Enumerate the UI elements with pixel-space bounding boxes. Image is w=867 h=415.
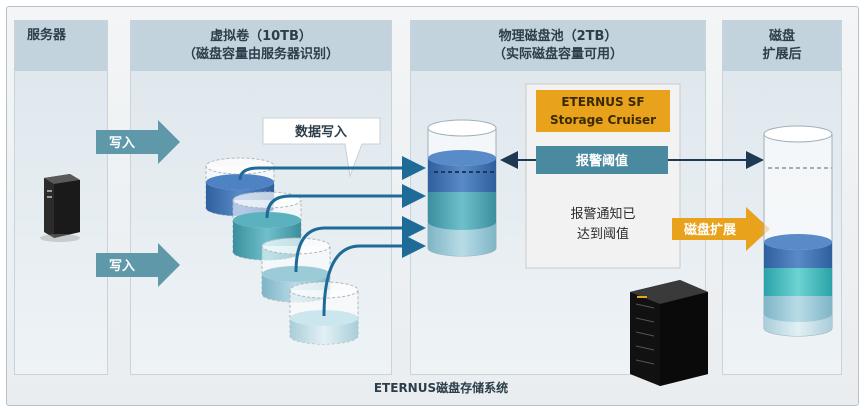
software-name-line1: ETERNUS SF xyxy=(561,95,644,109)
write-label-bottom: 写入 xyxy=(109,259,135,274)
virtual-volume-header: 虚拟卷（10TB） （磁盘容量由服务器识别） xyxy=(131,21,391,71)
data-write-callout: 数据写入 xyxy=(262,117,381,178)
write-arrow-top: 写入 xyxy=(96,120,180,164)
server-icon xyxy=(40,174,80,242)
virtual-volume-title: 虚拟卷（10TB） xyxy=(210,29,312,44)
server-column-header: 服务器 xyxy=(15,21,107,71)
connector-4 xyxy=(322,234,426,317)
after-expansion-line2: 扩展后 xyxy=(762,47,802,62)
physical-pool-cylinder xyxy=(427,119,497,257)
write-connectors xyxy=(238,156,426,317)
after-expansion-header: 磁盘 扩展后 xyxy=(723,21,841,71)
physical-pool-title: 物理磁盘池（2TB） xyxy=(498,29,618,44)
physical-pool-subtitle: （实际磁盘容量可用） xyxy=(492,47,623,62)
virtual-volume-subtitle: （磁盘容量由服务器识别） xyxy=(182,47,339,62)
data-write-label: 数据写入 xyxy=(295,124,347,140)
connector-1 xyxy=(238,156,426,181)
notify-line2: 达到阈值 xyxy=(577,226,629,242)
eternus-sf-box: ETERNUS SF Storage Cruiser 报警阈值 报警通知已 达到… xyxy=(525,83,681,269)
write-label-top: 写入 xyxy=(109,136,135,151)
disk-expand-arrow: 磁盘扩展 xyxy=(672,207,770,251)
write-arrow-bottom: 写入 xyxy=(96,243,180,287)
system-label: ETERNUS磁盘存储系统 xyxy=(374,380,508,395)
server-column-title: 服务器 xyxy=(27,28,67,43)
virtual-disk-4 xyxy=(289,281,359,345)
connector-3 xyxy=(294,216,426,273)
notify-line1: 报警通知已 xyxy=(570,206,635,222)
threshold-label: 报警阈值 xyxy=(576,153,628,169)
software-name-line2: Storage Cruiser xyxy=(550,113,656,127)
physical-pool-header: 物理磁盘池（2TB） （实际磁盘容量可用） xyxy=(411,21,705,71)
expanded-pool-cylinder xyxy=(763,125,833,337)
after-expansion-line1: 磁盘 xyxy=(768,29,795,44)
disk-expand-label: 磁盘扩展 xyxy=(684,222,737,238)
connector-2 xyxy=(265,184,426,219)
storage-rack-icon xyxy=(630,280,708,386)
